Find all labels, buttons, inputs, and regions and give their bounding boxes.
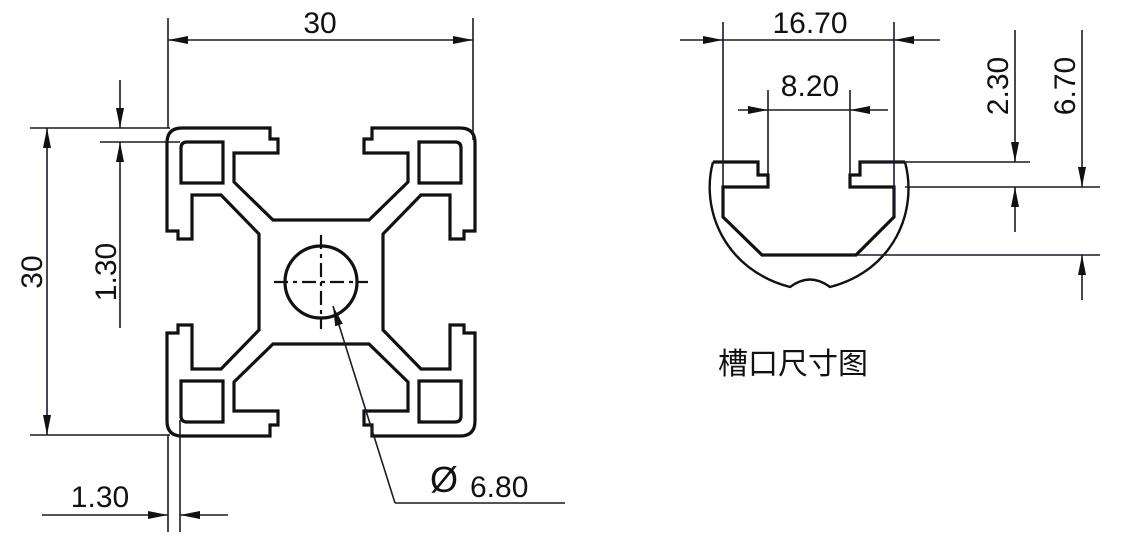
depth-label: 6.70 [1049,57,1082,115]
slot-drawing-title: 槽口尺寸图 [718,347,868,382]
profile-cross-section [165,126,477,438]
height-label: 30 [16,255,49,288]
dimension-height: 30 [16,127,170,436]
bore-label: 6.80 [470,471,528,504]
dimension-lip: 2.30 [860,30,1100,232]
dimension-slot-depth: 1.30 [90,80,180,328]
dimension-wall: 1.30 [42,420,228,532]
dimension-slot-depth: 6.70 [856,30,1100,300]
slot-depth-label: 1.30 [90,243,123,301]
lip-label: 2.30 [982,57,1015,115]
opening-label: 8.20 [781,70,839,103]
wall-label: 1.30 [71,481,129,514]
width-label: 30 [303,7,336,40]
dimension-width: 30 [167,7,474,140]
outer-width-label: 16.70 [772,7,847,40]
dimension-slot-outer-width: 16.70 [680,7,940,217]
diameter-symbol: Ø [430,459,458,500]
slot-detail [708,160,910,289]
dimension-slot-opening: 8.20 [738,70,888,175]
dimension-bore-diameter: Ø 6.80 [332,305,565,504]
